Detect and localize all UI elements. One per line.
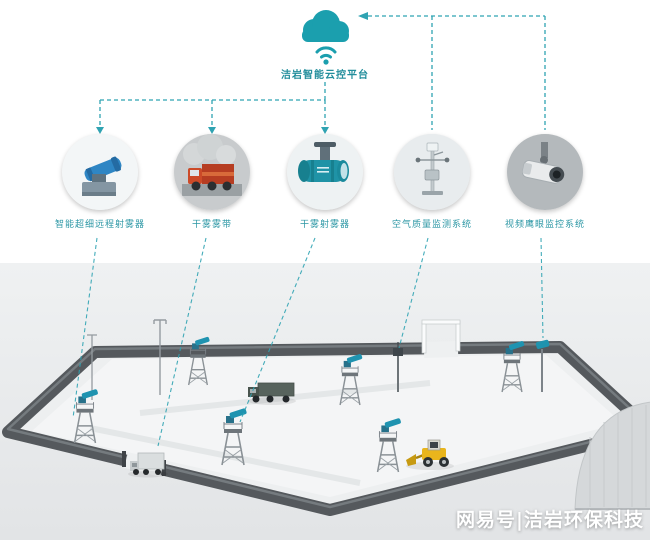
- dry-fog-sprayer-icon: [287, 134, 363, 210]
- air-quality-station-icon: [394, 134, 470, 210]
- surveillance-camera-icon: [507, 134, 583, 210]
- back-gate-gap: [423, 341, 459, 358]
- device-circle-camera: [507, 134, 583, 210]
- cloud-wifi-icon-svg: [302, 10, 349, 65]
- watermark: 网易号|洁岩环保科技: [456, 509, 644, 531]
- air-quality-pole: [393, 342, 403, 392]
- device-label-fog-truck: 干雾雾带: [191, 220, 232, 230]
- device-circle-fog-cannon: [62, 134, 138, 210]
- device-label-air-quality: 空气质量监测系统: [391, 220, 472, 230]
- entry-gate-post: [122, 451, 126, 467]
- fog-cannon-icon: [62, 134, 138, 210]
- wheel-loader: [406, 439, 454, 470]
- fog-truck-icon: [174, 134, 250, 210]
- device-label-fog-cannon: 智能超细远程射雾器: [54, 220, 145, 230]
- box-truck: [128, 452, 168, 478]
- device-circle-air-quality: [394, 134, 470, 210]
- device-circle-dry-fog-sprayer: [287, 134, 363, 210]
- site-3d-scene: [0, 263, 650, 540]
- device-label-camera: 视频鹰眼监控系统: [504, 220, 585, 230]
- platform-label: 洁岩智能云控平台: [281, 70, 369, 81]
- cloud-wifi-icon: [288, 4, 362, 66]
- device-label-dry-fog-sprayer: 干雾射雾器: [299, 220, 350, 230]
- dome-warehouse: [574, 401, 650, 510]
- camera-pole: [535, 339, 550, 392]
- device-circle-fog-truck: [174, 134, 250, 210]
